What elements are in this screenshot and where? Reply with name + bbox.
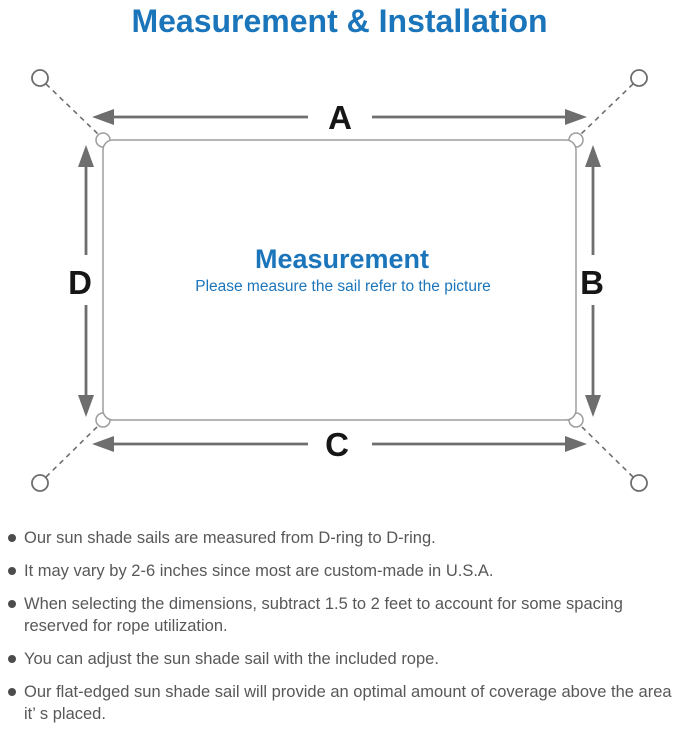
dim-label-b: B	[580, 264, 604, 301]
list-item: Our sun shade sails are measured from D-…	[8, 527, 675, 549]
arrowhead-right-icon	[565, 436, 587, 452]
arrowhead-up-icon	[585, 145, 601, 167]
arrowhead-right-icon	[565, 109, 587, 125]
measurement-diagram: A C D B Measurement Please meas	[31, 69, 648, 492]
note-text: Our flat-edged sun shade sail will provi…	[24, 683, 672, 723]
rope-line-top-left	[45, 83, 100, 136]
arrowhead-up-icon	[78, 145, 94, 167]
anchor-ring-top-right	[630, 69, 648, 87]
list-item: You can adjust the sun shade sail with t…	[8, 648, 675, 670]
arrowhead-down-icon	[78, 395, 94, 417]
dim-label-a: A	[328, 99, 352, 136]
arrowhead-down-icon	[585, 395, 601, 417]
dim-label-d: D	[68, 264, 92, 301]
note-text: You can adjust the sun shade sail with t…	[24, 650, 439, 668]
bullet-icon	[8, 534, 16, 542]
rope-line-top-right	[579, 83, 634, 136]
page-title: Measurement & Installation	[131, 3, 548, 39]
rope-line-bottom-right	[579, 424, 634, 478]
bullet-icon	[8, 600, 16, 608]
anchor-ring-top-left	[31, 69, 49, 87]
note-text: When selecting the dimensions, subtract …	[24, 595, 623, 635]
list-item: When selecting the dimensions, subtract …	[8, 593, 675, 637]
sail-outline	[102, 139, 577, 421]
dim-label-c: C	[325, 426, 349, 463]
anchor-ring-bottom-right	[630, 474, 648, 492]
bullet-icon	[8, 688, 16, 696]
diagram-center-subtitle: Please measure the sail refer to the pic…	[195, 278, 491, 295]
notes-list: Our sun shade sails are measured from D-…	[0, 527, 679, 736]
bullet-icon	[8, 567, 16, 575]
anchor-ring-bottom-left	[31, 474, 49, 492]
note-text: It may vary by 2-6 inches since most are…	[24, 562, 494, 580]
arrowhead-left-icon	[92, 109, 114, 125]
list-item: Our flat-edged sun shade sail will provi…	[8, 681, 675, 725]
bullet-icon	[8, 655, 16, 663]
dimension-line-c: C	[92, 426, 587, 463]
note-text: Our sun shade sails are measured from D-…	[24, 529, 436, 547]
list-item: It may vary by 2-6 inches since most are…	[8, 560, 675, 582]
diagram-center-title: Measurement	[255, 244, 429, 274]
dimension-line-d: D	[68, 145, 94, 417]
arrowhead-left-icon	[92, 436, 114, 452]
rope-line-bottom-left	[45, 424, 100, 478]
dimension-line-a: A	[92, 99, 587, 136]
dimension-line-b: B	[580, 145, 604, 417]
